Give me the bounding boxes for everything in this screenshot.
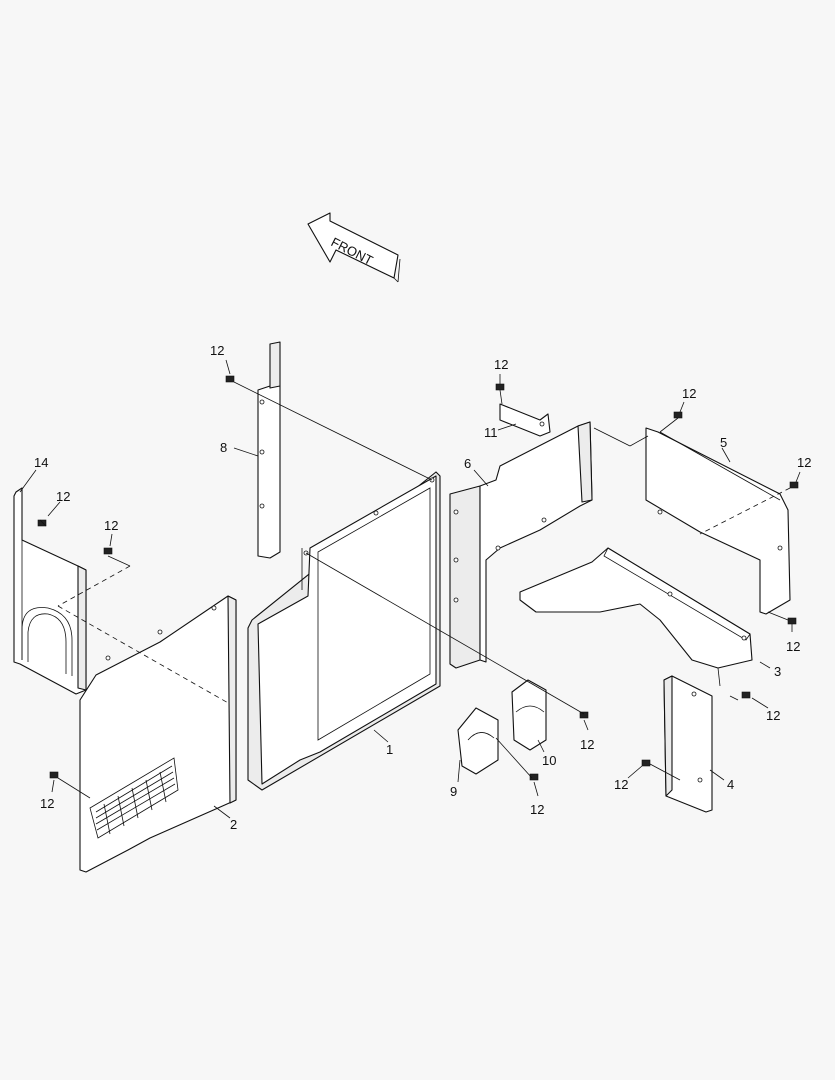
callout-12: 12 (614, 777, 628, 792)
callout-5: 5 (720, 435, 727, 450)
part-14-cover (13, 487, 87, 695)
part-3-bracket (519, 547, 753, 687)
callout-12: 12 (786, 639, 800, 654)
bolt-icon (37, 519, 47, 527)
callout-labels: 14 8 6 5 11 1 2 3 4 9 10 12 12 12 12 12 … (34, 343, 811, 832)
bolt-icon (673, 411, 683, 419)
callout-12: 12 (682, 386, 696, 401)
callout-12: 12 (210, 343, 224, 358)
bolt-icon (225, 375, 235, 383)
bolt-icons (37, 375, 799, 781)
callout-14: 14 (34, 455, 48, 470)
part-2-side-panel (79, 595, 237, 873)
bolt-icon (495, 383, 505, 391)
front-arrow: FRONT (307, 212, 401, 283)
callout-2: 2 (230, 817, 237, 832)
part-8-strip (257, 341, 281, 559)
perforated-grille (89, 757, 179, 839)
part-11-bracket (499, 403, 551, 437)
bolt-icon (641, 759, 651, 767)
bolt-icon (103, 547, 113, 555)
bolt-icon (789, 481, 799, 489)
part-9-clamp (457, 707, 499, 775)
bolt-icon (741, 691, 751, 699)
part-5-side-panel (645, 427, 791, 615)
part-4-bracket (663, 675, 713, 813)
callout-12: 12 (530, 802, 544, 817)
callout-1: 1 (386, 742, 393, 757)
callout-12: 12 (580, 737, 594, 752)
assembly-lines (39, 381, 791, 799)
part-1-center-panel (247, 471, 441, 791)
callout-12: 12 (104, 518, 118, 533)
callout-12: 12 (797, 455, 811, 470)
callout-11: 11 (484, 425, 498, 440)
callout-8: 8 (220, 440, 227, 455)
bolt-icon (787, 617, 797, 625)
part-10-clamp (511, 679, 547, 751)
bolt-icon (529, 773, 539, 781)
callout-9: 9 (450, 784, 457, 799)
callout-3: 3 (774, 664, 781, 679)
leader-lines (19, 359, 801, 819)
callout-4: 4 (727, 777, 734, 792)
callout-10: 10 (542, 753, 556, 768)
bolt-icon (579, 711, 589, 719)
callout-12: 12 (40, 796, 54, 811)
part-6-shroud (449, 421, 593, 669)
callout-12: 12 (766, 708, 780, 723)
callout-12: 12 (494, 357, 508, 372)
callout-12: 12 (56, 489, 70, 504)
bolt-icon (49, 771, 59, 779)
callout-6: 6 (464, 456, 471, 471)
